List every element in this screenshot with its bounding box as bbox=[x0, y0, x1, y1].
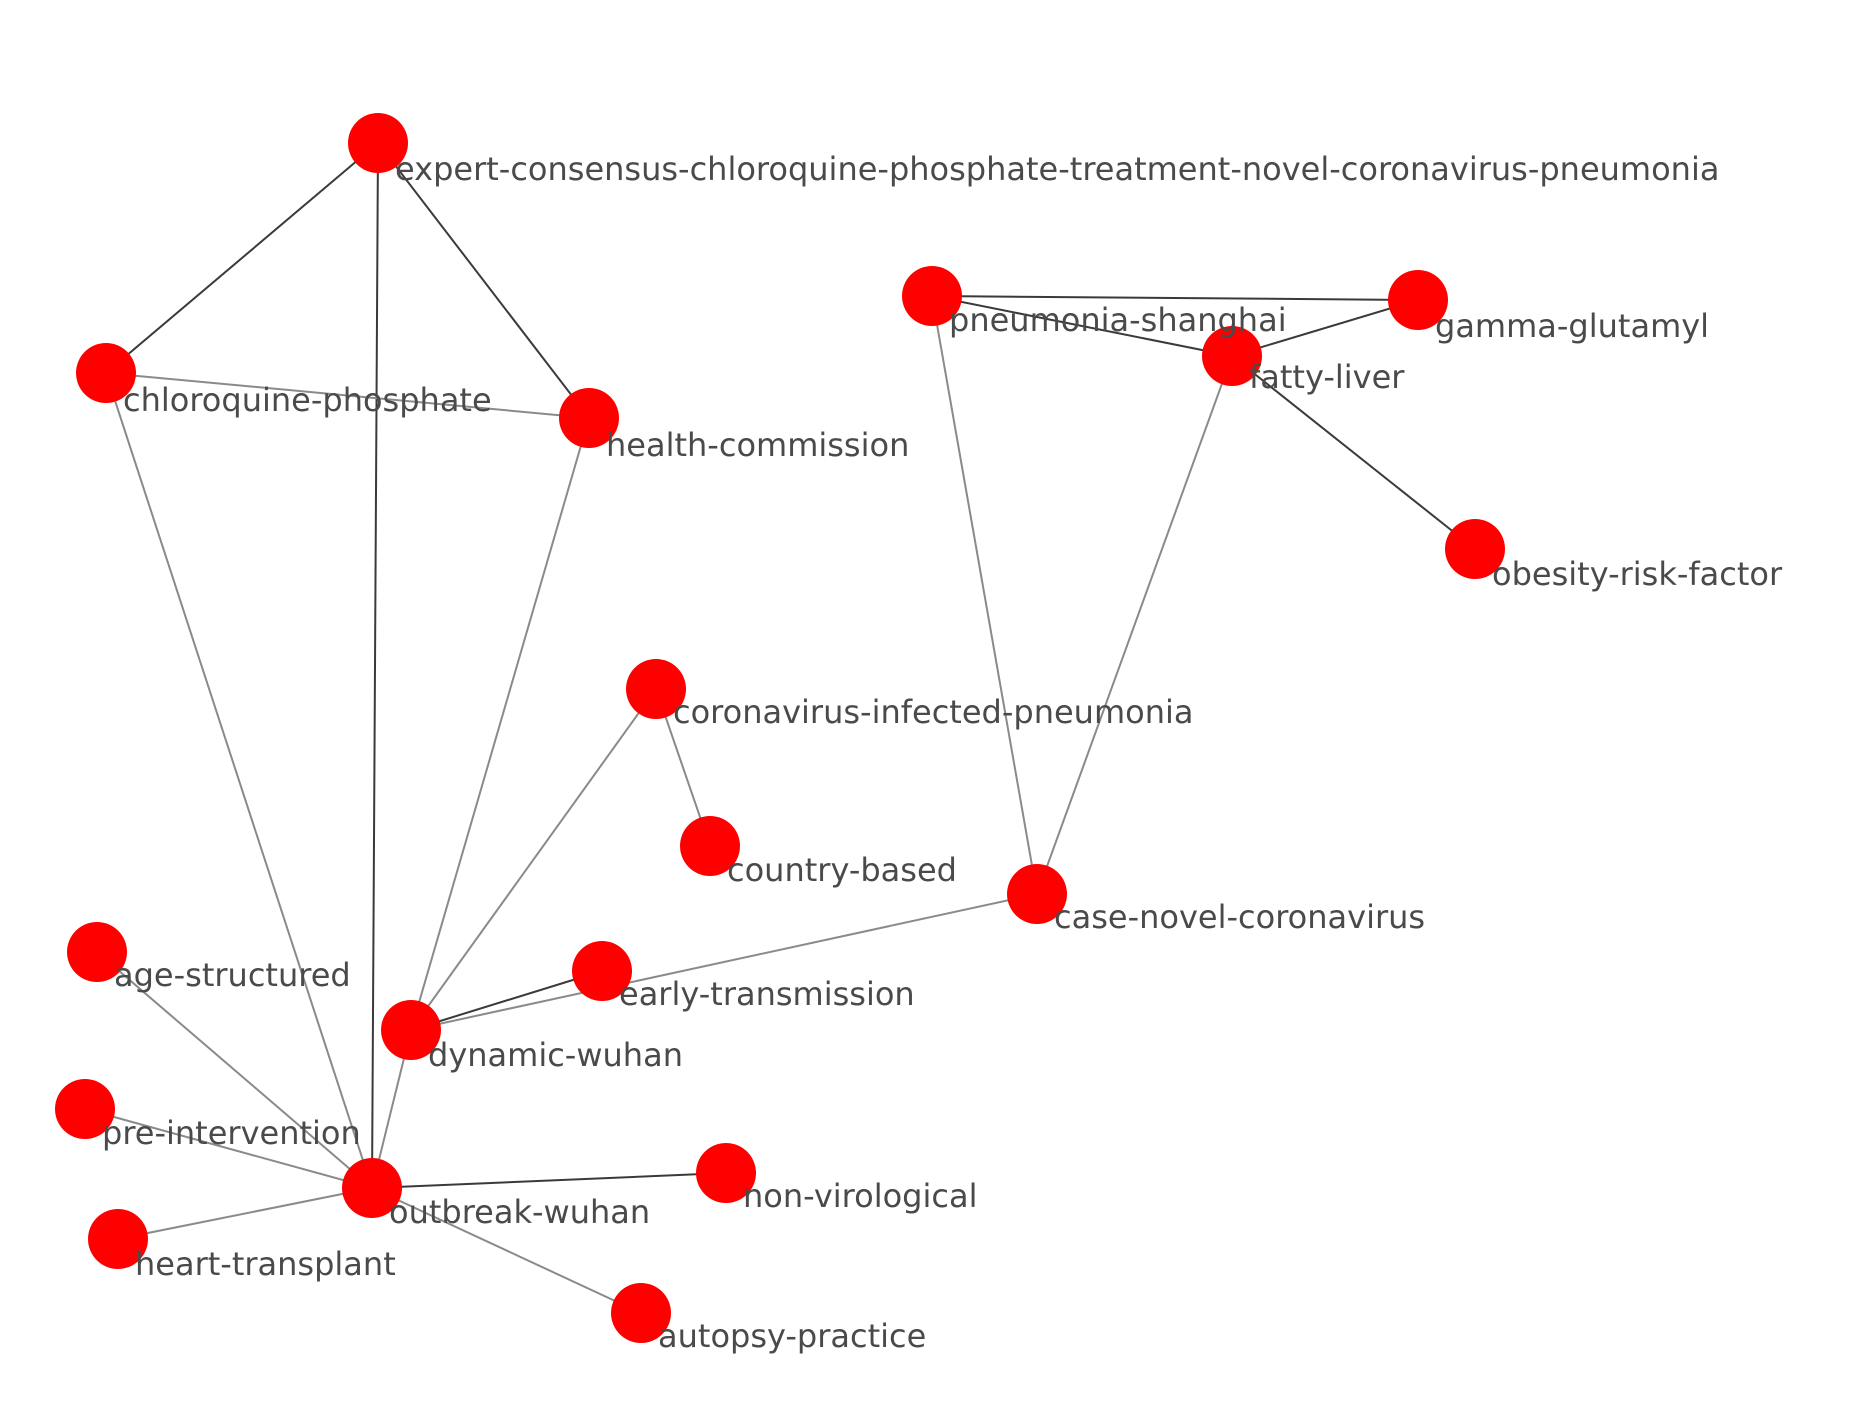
node-label-country: country-based bbox=[727, 851, 957, 889]
node-label-pre: pre-intervention bbox=[102, 1114, 361, 1152]
edge-pneumonia_sh-gamma bbox=[931, 295, 1419, 301]
edge-cov_inf-dynamic bbox=[410, 688, 657, 1031]
node-chloroquine[interactable] bbox=[76, 343, 136, 403]
edge-case_novel-dynamic bbox=[410, 893, 1038, 1031]
node-autopsy[interactable] bbox=[611, 1283, 671, 1343]
node-obesity[interactable] bbox=[1445, 519, 1505, 579]
edge-chloroquine-health bbox=[105, 372, 590, 419]
edge-chloroquine-outbreak bbox=[105, 372, 373, 1189]
node-label-health: health-commission bbox=[606, 426, 909, 464]
node-label-outbreak: outbreak-wuhan bbox=[389, 1193, 650, 1231]
edge-pre-outbreak bbox=[84, 1108, 373, 1189]
edge-health-dynamic bbox=[410, 417, 590, 1031]
node-label-chloroquine: chloroquine-phosphate bbox=[123, 381, 492, 419]
edge-autopsy-outbreak bbox=[371, 1187, 642, 1314]
node-outbreak[interactable] bbox=[342, 1158, 402, 1218]
node-case_novel[interactable] bbox=[1007, 864, 1067, 924]
edge-fatty-case_novel bbox=[1036, 355, 1233, 895]
edge-expert-health bbox=[377, 142, 590, 419]
edge-age-outbreak bbox=[96, 951, 373, 1189]
node-layer bbox=[55, 113, 1505, 1343]
node-label-case_novel: case-novel-coronavirus bbox=[1054, 898, 1425, 936]
node-heart[interactable] bbox=[88, 1209, 148, 1269]
edge-gamma-fatty bbox=[1231, 299, 1419, 357]
node-pre[interactable] bbox=[55, 1079, 115, 1139]
node-early[interactable] bbox=[572, 941, 632, 1001]
node-label-expert: expert-consensus-chloroquine-phosphate-t… bbox=[395, 150, 1719, 188]
node-label-fatty: fatty-liver bbox=[1249, 358, 1405, 396]
node-label-pneumonia_sh: pneumonia-shanghai bbox=[949, 301, 1287, 339]
node-gamma[interactable] bbox=[1388, 270, 1448, 330]
edge-fatty-obesity bbox=[1231, 355, 1476, 550]
node-expert[interactable] bbox=[348, 113, 408, 173]
node-label-autopsy: autopsy-practice bbox=[658, 1317, 926, 1355]
node-label-early: early-transmission bbox=[619, 975, 915, 1013]
edge-expert-chloroquine bbox=[105, 142, 379, 374]
node-label-nonviro: non-virological bbox=[743, 1177, 977, 1215]
node-label-obesity: obesity-risk-factor bbox=[1492, 555, 1783, 593]
node-cov_inf[interactable] bbox=[626, 659, 686, 719]
edge-pneumonia_sh-fatty bbox=[931, 295, 1233, 357]
node-label-heart: heart-transplant bbox=[135, 1245, 396, 1283]
node-age[interactable] bbox=[67, 922, 127, 982]
node-label-dynamic: dynamic-wuhan bbox=[428, 1036, 683, 1074]
edge-layer bbox=[84, 142, 1476, 1314]
edge-expert-outbreak bbox=[371, 142, 379, 1189]
node-label-gamma: gamma-glutamyl bbox=[1435, 307, 1709, 345]
node-country[interactable] bbox=[680, 816, 740, 876]
edge-early-dynamic bbox=[410, 970, 603, 1031]
node-pneumonia_sh[interactable] bbox=[902, 266, 962, 326]
node-fatty[interactable] bbox=[1202, 326, 1262, 386]
edge-pneumonia_sh-case_novel bbox=[931, 295, 1038, 895]
label-layer: expert-consensus-chloroquine-phosphate-t… bbox=[102, 150, 1783, 1355]
node-dynamic[interactable] bbox=[381, 1000, 441, 1060]
edge-heart-outbreak bbox=[117, 1187, 373, 1240]
node-label-age: age-structured bbox=[114, 956, 351, 994]
node-label-cov_inf: coronavirus-infected-pneumonia bbox=[673, 693, 1193, 731]
node-health[interactable] bbox=[559, 388, 619, 448]
node-nonviro[interactable] bbox=[696, 1143, 756, 1203]
edge-nonviro-outbreak bbox=[371, 1172, 727, 1189]
